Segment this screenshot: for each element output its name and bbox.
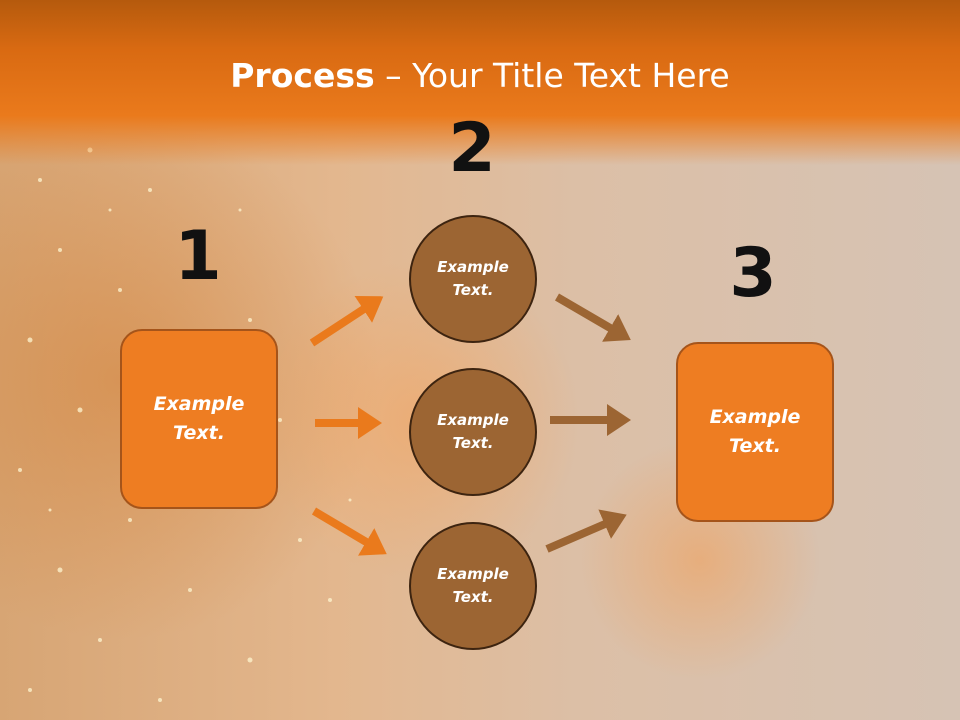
circle-bottom-text: Example Text. [437,565,509,606]
circle-middle: Example Text. [409,368,537,496]
left-box-text: Example Text. [153,393,245,444]
right-box-text: Example Text. [709,406,801,457]
arrow-box-to-top [309,296,384,347]
arrow-bottom-to-box [545,509,627,553]
step-number-2: 2 [448,109,496,188]
right-box: Example Text. [676,342,834,522]
title-band [0,0,960,165]
title-rest: – Your Title Text Here [374,56,730,95]
arrow-box-to-bottom [311,507,387,556]
slide-title: Process – Your Title Text Here [0,56,960,95]
title-bold: Process [230,56,375,95]
step-number-1: 1 [174,217,222,296]
circle-top: Example Text. [409,215,537,343]
left-box: Example Text. [120,329,278,509]
circle-middle-text: Example Text. [437,411,509,452]
circle-bottom: Example Text. [409,522,537,650]
circle-top-text: Example Text. [437,258,509,299]
step-number-3: 3 [729,234,777,313]
arrow-top-to-box [554,293,631,342]
